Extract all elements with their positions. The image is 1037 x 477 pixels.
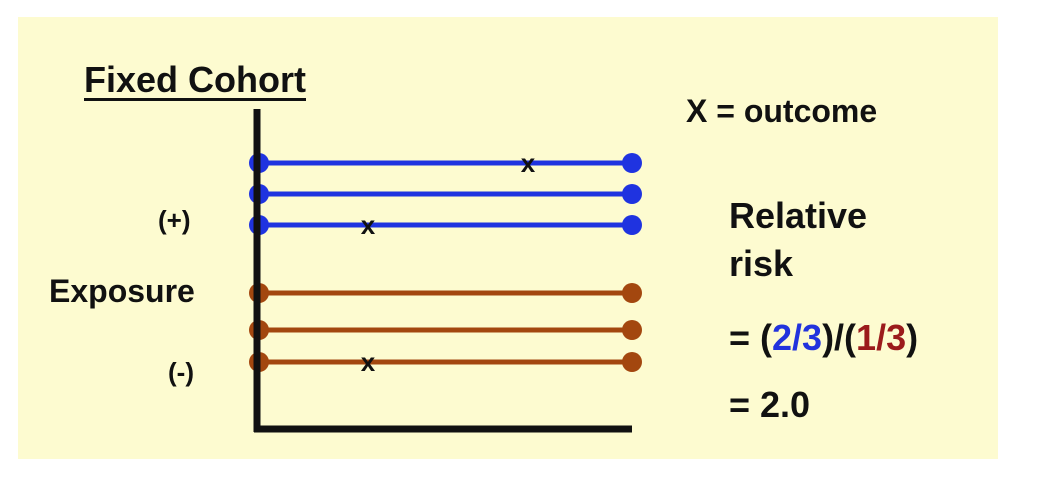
slide-background xyxy=(18,17,998,459)
unexposed-subject-end-dot xyxy=(622,320,642,340)
unexposed-subject-end-dot xyxy=(622,352,642,372)
relative-risk-heading-line1: Relative xyxy=(729,195,868,236)
outcome-marker: x xyxy=(521,148,536,178)
unexposed-fraction: 1/3 xyxy=(856,317,907,358)
equation-prefix: = ( xyxy=(729,317,773,358)
unexposed-subject-end-dot xyxy=(622,283,642,303)
exposed-group-label: (+) xyxy=(158,205,191,235)
exposed-subject-end-dot xyxy=(622,153,642,173)
exposed-fraction: 2/3 xyxy=(772,317,823,358)
relative-risk-heading-line2: risk xyxy=(729,243,794,284)
outcome-marker: x xyxy=(361,347,376,377)
equation-suffix: ) xyxy=(906,317,919,358)
relative-risk-equation: = (2/3)/(1/3) xyxy=(729,317,918,359)
exposed-subject-end-dot xyxy=(622,215,642,235)
exposed-subject-end-dot xyxy=(622,184,642,204)
unexposed-group-label: (-) xyxy=(168,357,194,387)
outcome-marker: x xyxy=(361,210,376,240)
outcome-legend: X = outcome xyxy=(686,93,878,129)
exposure-axis-label: Exposure xyxy=(49,273,195,309)
equation-middle: )/( xyxy=(822,317,857,358)
diagram-slide: x x x Fixed Cohort X = outcome (+) (-) Exp… xyxy=(18,17,998,459)
relative-risk-result: = 2.0 xyxy=(729,384,811,425)
cohort-diagram: x x x xyxy=(18,17,998,459)
diagram-title: Fixed Cohort xyxy=(84,59,306,100)
